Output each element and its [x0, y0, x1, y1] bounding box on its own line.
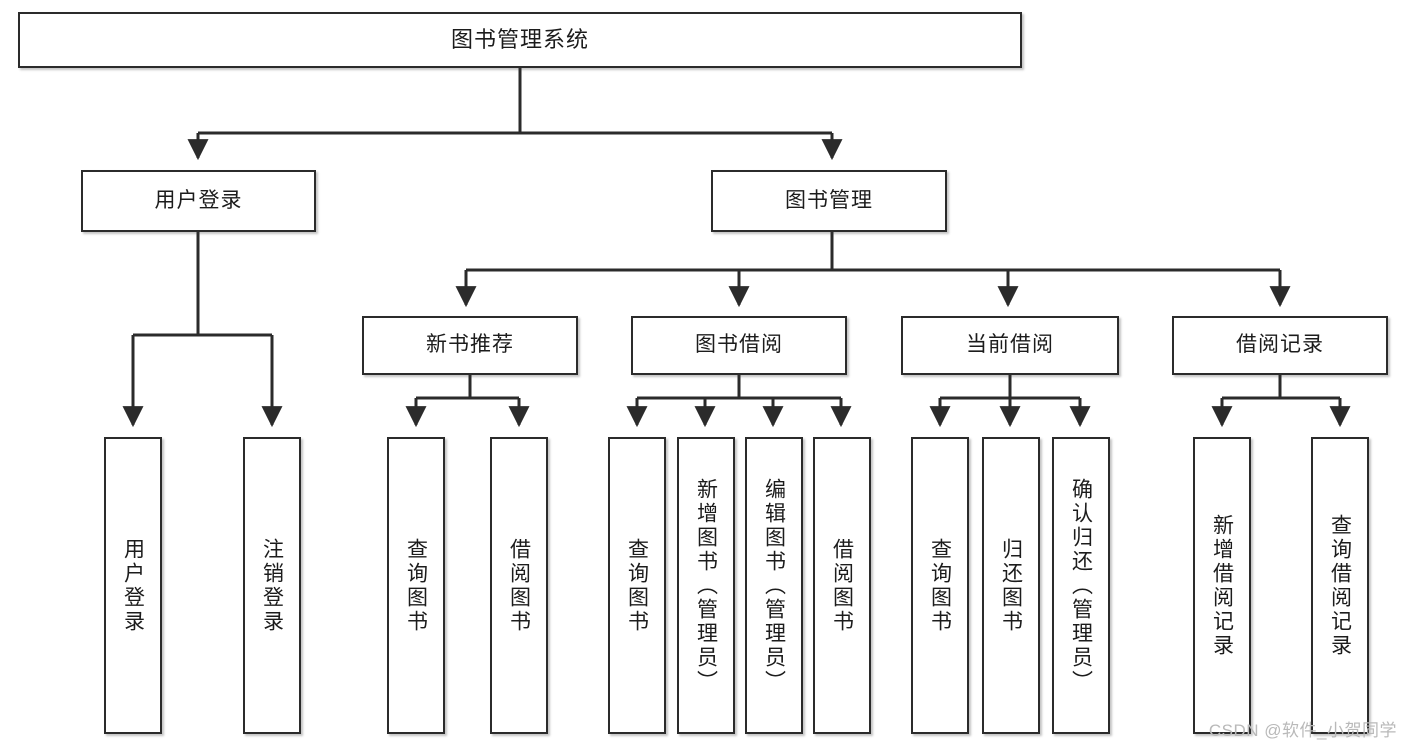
node-label: 查询借阅记录: [1328, 513, 1352, 658]
node-label: 确认归还（管理员）: [1069, 477, 1093, 694]
node-leaf-logout-login[interactable]: 注销登录: [243, 437, 301, 734]
node-label: 查询图书: [625, 537, 649, 634]
node-label: 用户登录: [121, 537, 145, 634]
node-leaf-add-book[interactable]: 新增图书（管理员）: [677, 437, 735, 734]
node-label: 新增图书（管理员）: [694, 477, 718, 694]
node-current-borrow[interactable]: 当前借阅: [901, 316, 1119, 375]
node-root-system[interactable]: 图书管理系统: [18, 12, 1022, 68]
node-leaf-query-book-1[interactable]: 查询图书: [387, 437, 445, 734]
node-label: 新增借阅记录: [1210, 513, 1234, 658]
node-borrow-record[interactable]: 借阅记录: [1172, 316, 1388, 375]
node-leaf-borrow-book-2[interactable]: 借阅图书: [813, 437, 871, 734]
node-label: 编辑图书（管理员）: [762, 477, 786, 694]
node-leaf-edit-book[interactable]: 编辑图书（管理员）: [745, 437, 803, 734]
node-label: 图书管理: [785, 188, 873, 212]
node-new-book-recommend[interactable]: 新书推荐: [362, 316, 578, 375]
node-label: 图书借阅: [695, 333, 783, 357]
node-leaf-query-book-2[interactable]: 查询图书: [608, 437, 666, 734]
node-leaf-query-book-3[interactable]: 查询图书: [911, 437, 969, 734]
node-label: 图书管理系统: [450, 27, 589, 53]
node-leaf-query-record[interactable]: 查询借阅记录: [1311, 437, 1369, 734]
node-leaf-confirm-return[interactable]: 确认归还（管理员）: [1052, 437, 1110, 734]
node-label: 归还图书: [999, 537, 1023, 634]
node-label: 借阅记录: [1236, 333, 1324, 357]
node-book-borrow[interactable]: 图书借阅: [631, 316, 847, 375]
node-label: 新书推荐: [426, 333, 514, 357]
node-leaf-user-login[interactable]: 用户登录: [104, 437, 162, 734]
node-label: 借阅图书: [507, 537, 531, 634]
node-book-manage[interactable]: 图书管理: [711, 170, 947, 232]
node-leaf-add-record[interactable]: 新增借阅记录: [1193, 437, 1251, 734]
node-label: 当前借阅: [966, 333, 1054, 357]
node-user-login[interactable]: 用户登录: [81, 170, 316, 232]
csdn-watermark: CSDN @软件_小贺同学: [1208, 721, 1397, 740]
node-label: 注销登录: [260, 537, 284, 634]
node-label: 查询图书: [404, 537, 428, 634]
node-label: 查询图书: [928, 537, 952, 634]
node-label: 用户登录: [154, 188, 243, 212]
node-label: 借阅图书: [830, 537, 854, 634]
node-leaf-borrow-book-1[interactable]: 借阅图书: [490, 437, 548, 734]
node-leaf-return-book[interactable]: 归还图书: [982, 437, 1040, 734]
